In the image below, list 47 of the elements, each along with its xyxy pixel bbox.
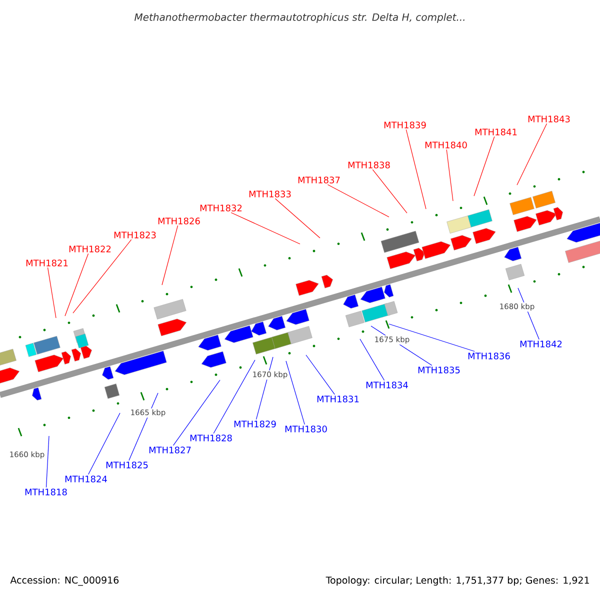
gene-label: MTH1832 — [200, 204, 242, 212]
leader-line — [47, 267, 56, 318]
leader-line — [64, 253, 89, 316]
gene-label: MTH1821 — [26, 260, 68, 266]
leader-line — [274, 198, 320, 238]
gene-label: MTH1829 — [234, 420, 276, 428]
gene-label: MTH1836 — [468, 352, 510, 360]
leader-line — [230, 212, 300, 244]
gene-label: MTH1824 — [65, 476, 107, 482]
leader-line — [162, 225, 178, 286]
gene-label: MTH1842 — [520, 340, 562, 348]
leader-line — [446, 149, 454, 202]
leader-line — [372, 169, 408, 214]
gene-label: MTH1840 — [425, 142, 467, 148]
gene-label: MTH1822 — [69, 246, 111, 252]
title: Methanothermobacter thermautotrophicus str. Delta H, complet... — [134, 13, 464, 23]
leader-line — [360, 338, 385, 381]
gene-label: MTH1835 — [418, 366, 460, 374]
gene-label: MTH1838 — [348, 162, 390, 168]
gene-label: MTH1830 — [285, 426, 327, 432]
gene-label: MTH1843 — [528, 116, 570, 122]
footer-text: Topology: circular; Length: 1,751,377 bp; Genes: 1,921 — [326, 576, 589, 586]
leader-line — [172, 380, 220, 446]
leader-line — [286, 360, 305, 425]
leader-line — [388, 324, 475, 352]
gene-label: MTH1818 — [25, 488, 67, 496]
gene-label: MTH1839 — [384, 122, 426, 128]
leader-line — [88, 412, 120, 475]
leader-line — [306, 354, 335, 395]
gene-label: MTH1828 — [190, 434, 232, 442]
leader-line — [213, 360, 256, 434]
leader-line — [406, 129, 426, 210]
gene-label: MTH1841 — [475, 128, 517, 136]
gene-label: MTH1837 — [298, 176, 340, 184]
leader-line — [46, 436, 50, 488]
gene-label: MTH1826 — [158, 218, 200, 224]
gene-label: MTH1834 — [366, 382, 408, 388]
leader-line — [516, 123, 548, 186]
gene-label: MTH1827 — [149, 446, 191, 454]
leader-line — [474, 136, 495, 196]
leader-line — [327, 184, 390, 218]
gene-label: MTH1833 — [249, 190, 291, 198]
leader-line — [72, 239, 132, 314]
gene-label: MTH1825 — [106, 462, 148, 468]
gene-label: MTH1831 — [317, 396, 359, 402]
footer-text: Accession: NC_000916 — [10, 576, 119, 586]
gene-label: MTH1823 — [114, 232, 156, 238]
